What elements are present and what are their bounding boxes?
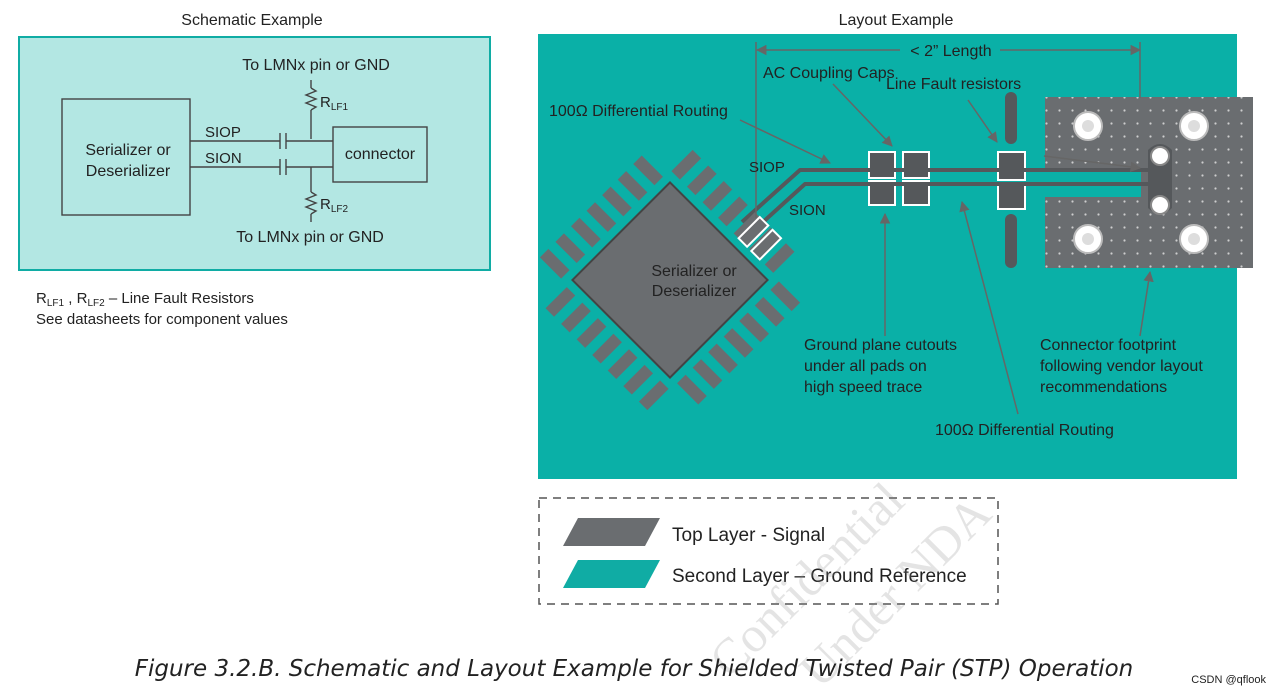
layout-board: Serializer or Deserializer < 2” Length A… [538,34,1253,479]
resistor-rlf1 [304,80,318,139]
ac-caps-label: AC Coupling Caps [763,65,895,82]
rlf2-label: RLF2 [320,196,349,215]
line-fault-label: Line Fault resistors [886,76,1021,93]
schematic-wires [190,133,333,192]
schematic-title: Schematic Example [181,12,322,29]
gnd-cutout-label-2: under all pads on [804,358,927,375]
mounting-hole-br [1179,224,1209,254]
layout-title: Layout Example [839,12,954,29]
line-fault-resistors [997,92,1026,268]
diff-routing-top-label: 100Ω Differential Routing [549,103,728,120]
notes-line-1: RLF1 , RLF2 – Line Fault Resistors [36,290,254,309]
ac-coupling-caps [868,151,930,206]
connector-label: connector [345,146,416,163]
legend-second-layer-swatch [563,560,660,588]
mounting-hole-bl [1073,224,1103,254]
gnd-cutout-label-3: high speed trace [804,379,922,396]
credit-label: CSDN @qflook [1191,674,1266,686]
serializer-label-2: Deserializer [86,163,171,180]
chip-label-2: Deserializer [652,283,737,300]
legend-top-layer-label: Top Layer - Signal [672,525,825,546]
callout-arrows [739,83,1154,415]
length-label: < 2” Length [910,43,991,60]
gnd-cutout-label-1: Ground plane cutouts [804,337,957,354]
schematic-panel: To LMNx pin or GND RLF1 Serializer or De… [18,36,491,271]
schematic-bottom-label: To LMNx pin or GND [236,229,384,246]
differential-traces [740,168,1150,234]
connector-label-1: Connector footprint [1040,337,1177,354]
serializer-label-1: Serializer or [85,142,171,159]
siop-label: SIOP [205,124,241,141]
legend: Top Layer - Signal Second Layer – Ground… [538,497,999,605]
length-dimension [755,42,1142,218]
diff-routing-bottom-label: 100Ω Differential Routing [935,422,1114,439]
layout-siop-label: SIOP [749,159,785,176]
layout-sion-label: SION [789,202,826,219]
connector-label-2: following vendor layout [1040,358,1203,375]
mounting-hole-tl [1073,111,1103,141]
chip-label-1: Serializer or [651,263,737,280]
connector-label-3: recommendations [1040,379,1167,396]
resistor-rlf2 [304,191,318,222]
schematic-top-label: To LMNx pin or GND [242,57,390,74]
serializer-chip [539,149,801,411]
notes-line-2: See datasheets for component values [36,311,288,328]
connector-block [332,126,428,183]
serializer-block [61,98,191,216]
rlf1-label: RLF1 [320,94,349,113]
legend-second-layer-label: Second Layer – Ground Reference [672,566,967,587]
mounting-hole-tr [1179,111,1209,141]
sion-label: SION [205,150,242,167]
legend-top-layer-swatch [563,518,660,546]
figure-caption: Figure 3.2.B. Schematic and Layout Examp… [135,656,1134,682]
